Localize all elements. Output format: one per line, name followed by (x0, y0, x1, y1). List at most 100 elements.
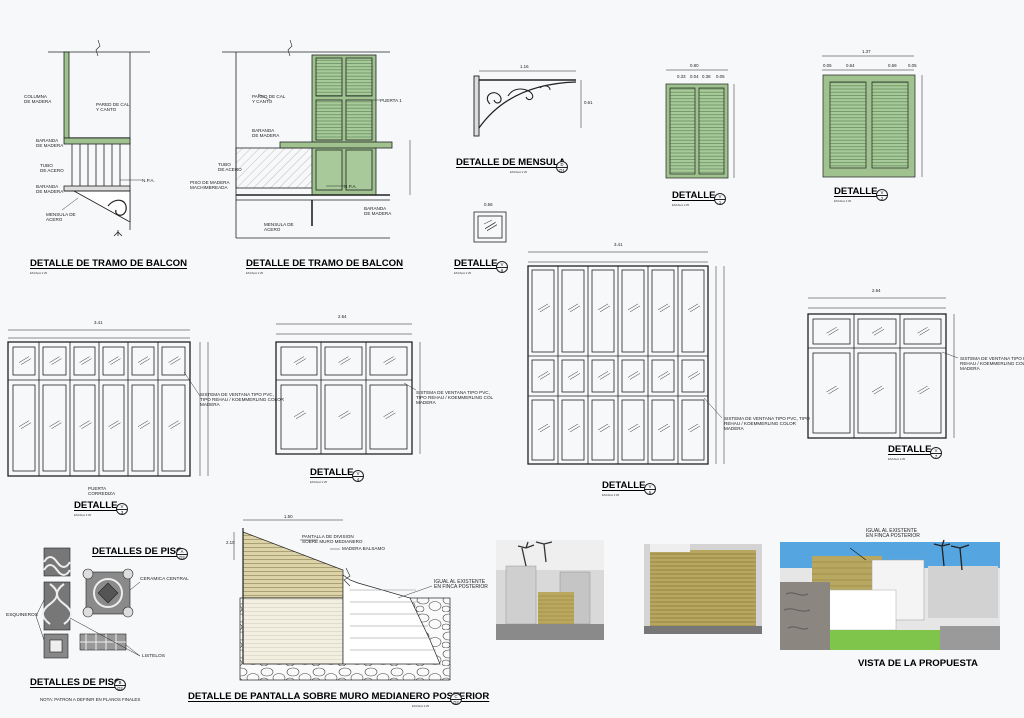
glass-mark (338, 356, 349, 363)
glass-mark (79, 356, 90, 363)
glass-mark (385, 358, 396, 365)
glass-mark (49, 420, 60, 427)
tag-v3-top: V (117, 504, 127, 511)
scale-pantalla: ESCALA 1:25 (412, 704, 430, 708)
glass-mark (659, 373, 671, 380)
glass-mark (168, 420, 179, 427)
glass-mark (18, 356, 30, 363)
title-balcon-1: DETALLE DE TRAMO DE BALCON (30, 258, 188, 269)
dim-mensula-w: 1.16 (520, 64, 529, 69)
glass-mark (139, 358, 151, 365)
scale-mensula: ESCALA 1:25 (510, 170, 528, 174)
glass-mark (110, 422, 121, 429)
label-npa-2: N.P.A. (344, 184, 357, 189)
title-pisos-a: DETALLES DE PISO (92, 546, 184, 557)
glass-mark (51, 358, 62, 365)
scale-v2: ESCALA 1:25 (834, 199, 852, 203)
dim-v1-p3: 0.38 (702, 74, 711, 79)
title-vista: VISTA DE LA PROPUESTA (858, 658, 978, 669)
label-vista-igual: IGUAL AL EXISTENTE EN FINCA POSTERIOR (866, 528, 920, 540)
glass-mark (20, 422, 32, 429)
glass-mark (338, 410, 349, 418)
glass-mark (486, 224, 498, 232)
dim-v2-p4: 0.05 (908, 63, 917, 68)
glass-mark (689, 425, 701, 433)
label-mensula-2: MENSULA DE ACERO (264, 222, 294, 233)
title-pantalla: DETALLE DE PANTALLA SOBRE MURO MEDIANERO… (188, 691, 490, 702)
tag-v7-top: V (931, 448, 941, 455)
glass-mark (657, 423, 669, 431)
shutter-v2 (822, 55, 923, 178)
title-v7: DETALLE (888, 444, 932, 455)
dim-v7-w: 2.64 (872, 288, 881, 293)
glass-mark (385, 412, 396, 420)
label-puerta: PUERTA 1 (380, 98, 402, 103)
dim-v5-w: 3.41 (614, 242, 623, 247)
glass-mark (20, 358, 32, 365)
glass-mark (537, 423, 549, 431)
glass-mark (629, 373, 641, 380)
label-pared-2: PARED DE CAL Y CANTO (252, 94, 286, 105)
label-baranda-top-1: BARANDA DE MADERA (36, 138, 64, 149)
tag-v4-bottom: 4 (356, 477, 360, 483)
dim-v2-p1: 0.05 (823, 63, 832, 68)
glass-mark (293, 356, 305, 363)
note-v4: SISTEMA DE VENTANA TIPO PVC, TIPO REHAU … (416, 390, 494, 406)
dim-v1-p2: 0.04 (690, 74, 699, 79)
title-v4: DETALLE (310, 467, 354, 478)
glass-mark (599, 425, 611, 433)
dim-v2-p2: 0.64 (846, 63, 855, 68)
glass-mark (659, 305, 671, 313)
shutter-v1 (665, 69, 735, 179)
dim-v1-p1: 0.33 (677, 74, 686, 79)
tag-piso-b-top: B (115, 680, 125, 687)
window-v6 (473, 211, 507, 243)
tag-v1-top: V (715, 194, 725, 201)
glass-mark (484, 222, 496, 229)
tag-piso-a-bottom: D2 (179, 555, 185, 561)
glass-mark (539, 305, 551, 313)
glass-mark (689, 373, 701, 380)
label-baranda-2: BARANDA DE MADERA (252, 128, 280, 139)
glass-mark (383, 410, 394, 418)
tag-v2-top: V (877, 190, 887, 197)
glass-mark (539, 425, 551, 433)
glass-mark (139, 422, 151, 429)
glass-mark (108, 420, 119, 427)
glass-mark (828, 387, 839, 395)
note-v5: SISTEMA DE VENTANA TIPO PVC, TIPO REHAU … (724, 416, 810, 432)
title-v1: DETALLE (672, 190, 716, 201)
glass-mark (340, 412, 351, 420)
label-pantalla: PANTALLA DE DIVISION SOBRE MURO MEDIANER… (302, 534, 363, 545)
title-v5: DETALLE (602, 480, 646, 491)
tag-mensula-bottom: D1 (559, 168, 565, 174)
label-pared-1: PARED DE CAL Y CANTO (96, 102, 130, 113)
glass-mark (627, 371, 639, 378)
photo-proposal-view (780, 539, 1000, 650)
dim-pantalla-w: 1.50 (284, 514, 293, 519)
dim-v1-w: 0.80 (690, 63, 699, 68)
glass-mark (599, 373, 611, 380)
leader-lines (61, 93, 959, 599)
glass-mark (569, 373, 581, 380)
dim-mensula-h: 0.61 (584, 100, 593, 105)
note-v7: SISTEMA DE VENTANA TIPO PVC, TIPO REHAU … (960, 356, 1024, 372)
glass-mark (537, 371, 549, 378)
tag-piso-b-bottom: D2 (117, 686, 123, 692)
scale-v4: ESCALA 1:25 (310, 480, 328, 484)
window-v7 (807, 297, 955, 439)
glass-mark (629, 305, 641, 313)
label-madera: MADERA BALSAMO (342, 546, 385, 551)
glass-mark (599, 305, 611, 313)
tag-v6-top: V (497, 262, 507, 269)
title-pisos-b: DETALLES DE PISO (30, 677, 122, 688)
glass-mark (687, 371, 699, 378)
tag-v7-bottom: 7 (934, 454, 938, 460)
